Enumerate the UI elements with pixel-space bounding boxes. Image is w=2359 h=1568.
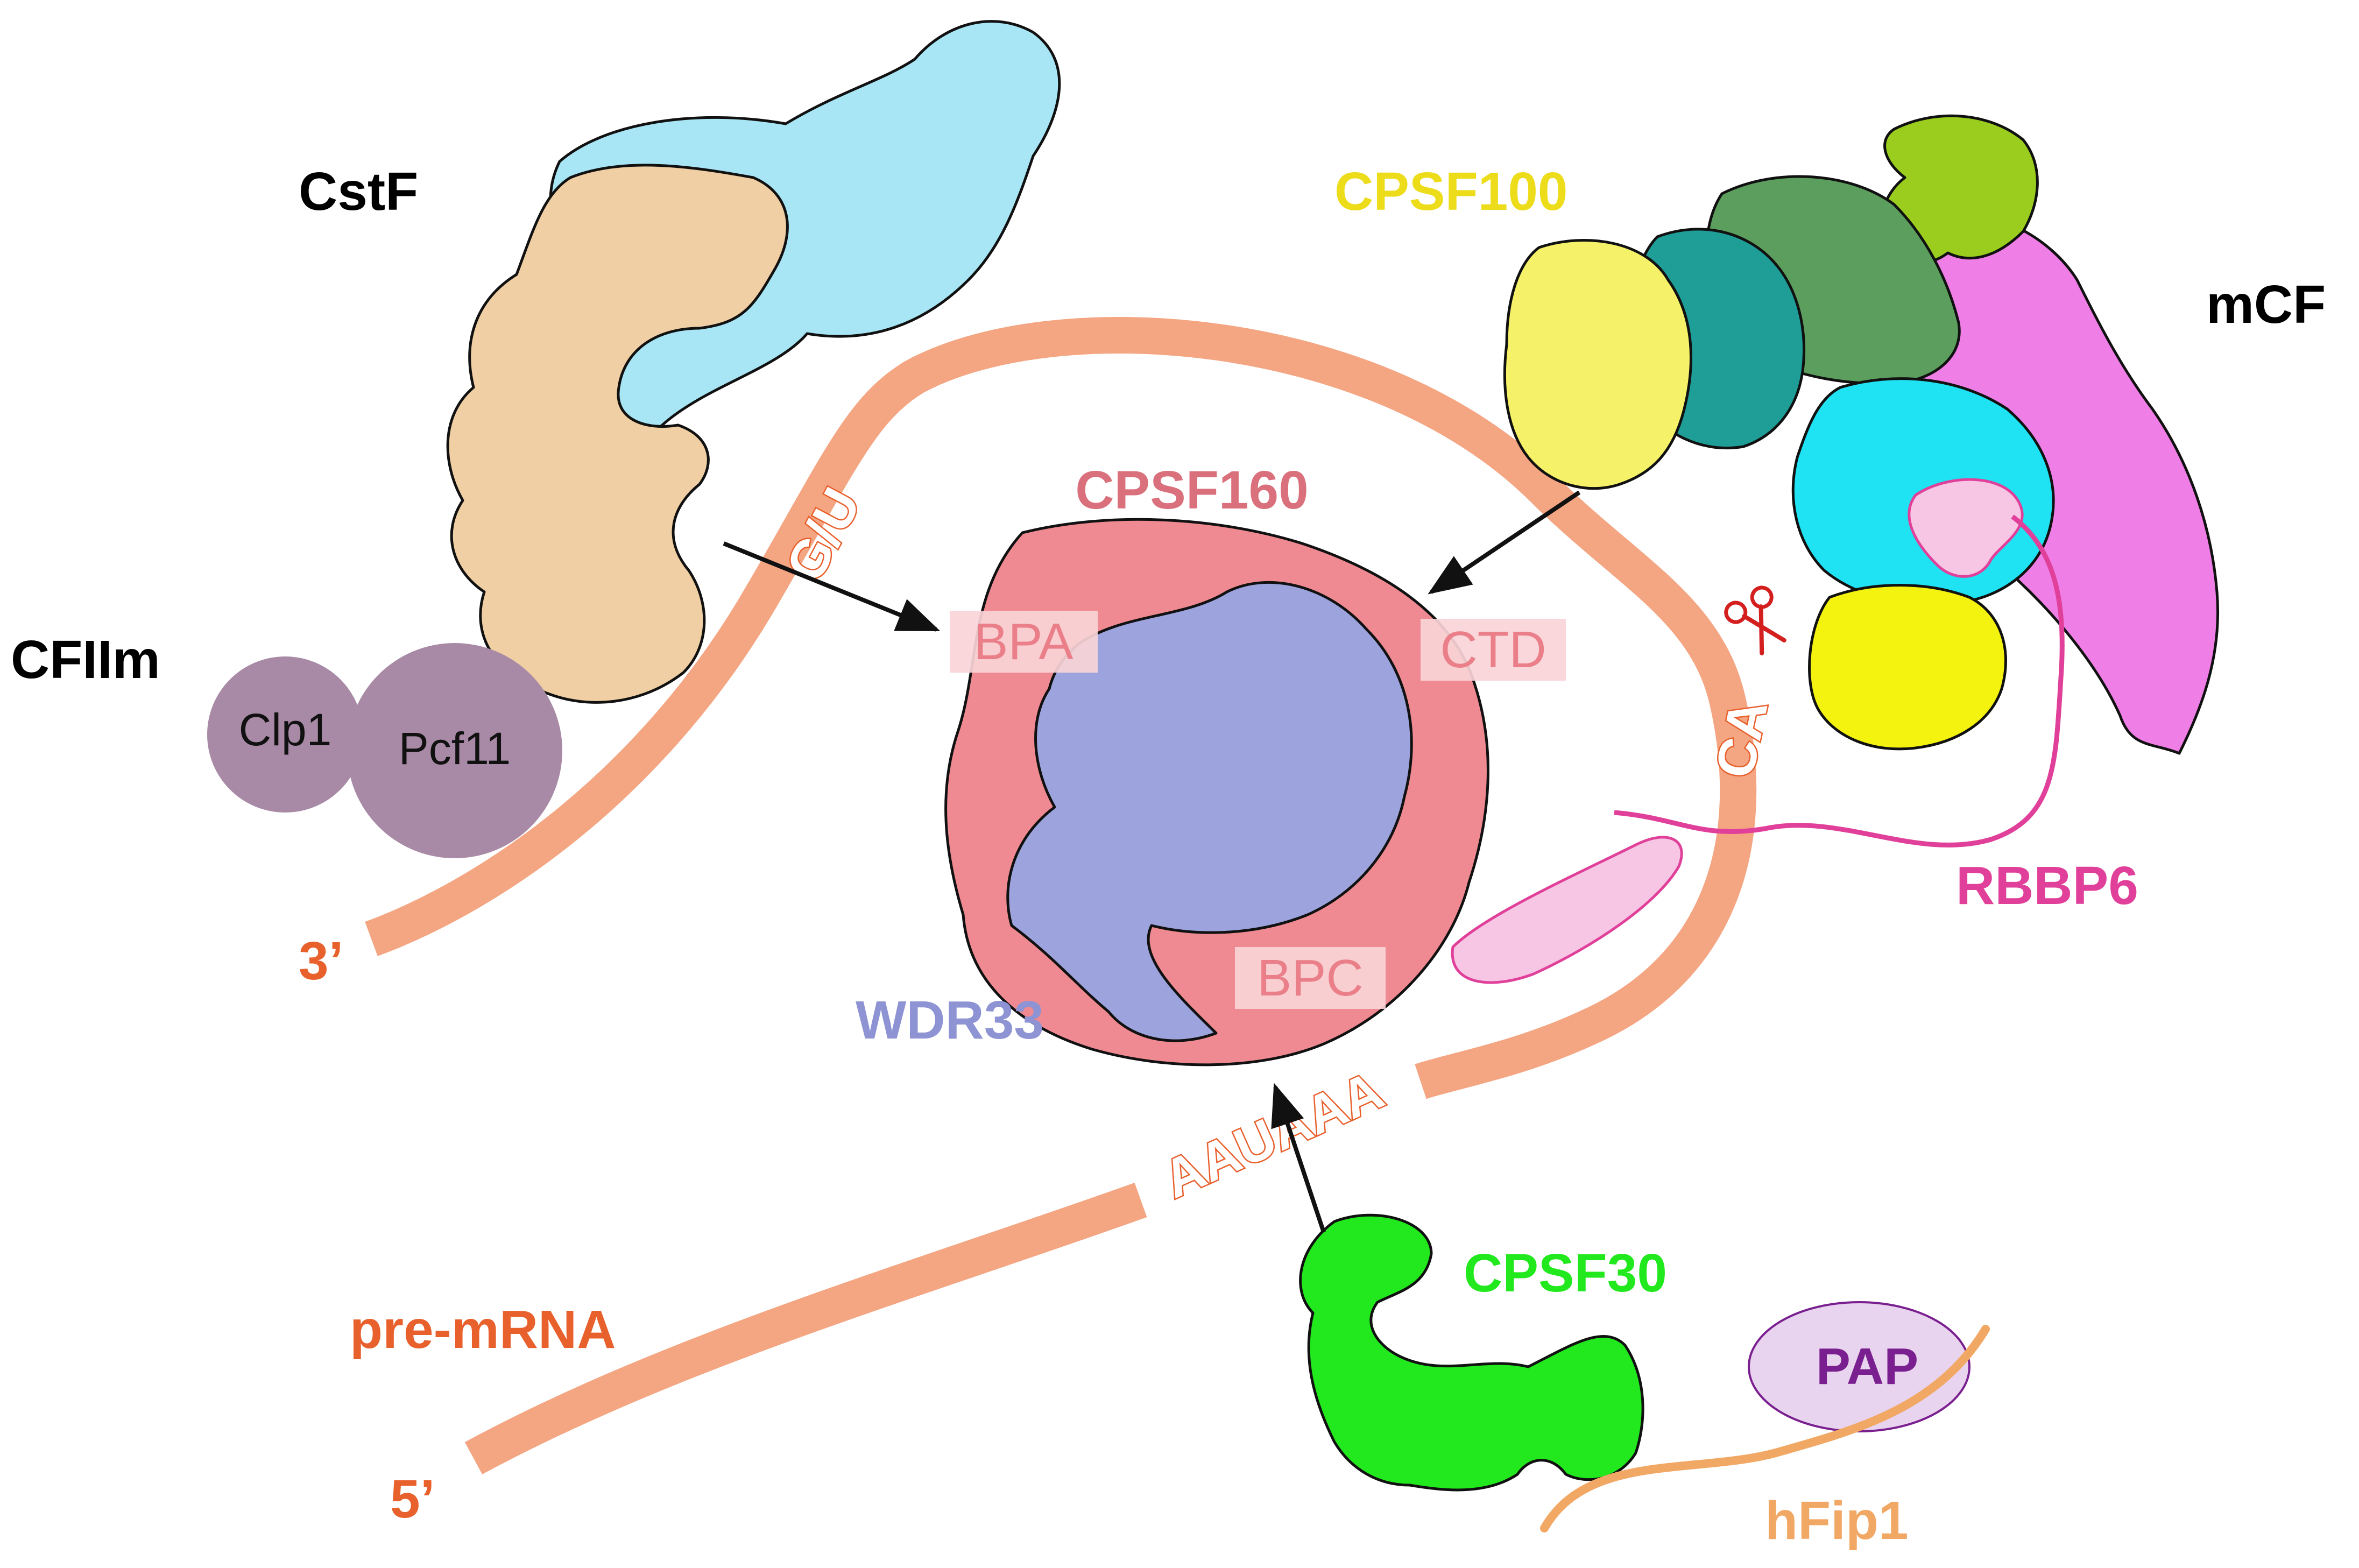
rbbp6-ubl-domain (1451, 836, 1683, 984)
rbbp6-protein (1451, 478, 2065, 984)
hfip1-label: hFip1 (1765, 1491, 1909, 1551)
lime-subunit (1881, 114, 2039, 264)
cpsf160-label: CPSF160 (1075, 460, 1309, 520)
yellow-subunit (1808, 584, 2007, 751)
rbbp6-linker (1614, 514, 2065, 847)
arrow-cpsf100-to-ctd (1428, 490, 1581, 595)
cpsf100-label: CPSF100 (1334, 161, 1568, 222)
cpsf30-label: CPSF30 (1464, 1243, 1667, 1303)
ctd-domain-tag: CTD (1421, 619, 1566, 681)
clp1-label: Clp1 (239, 704, 332, 755)
ctd-tag-box (1421, 619, 1566, 681)
cstf-label: CstF (299, 161, 418, 222)
bpa-tag-box (950, 611, 1098, 673)
pcf11-subunit (347, 643, 562, 858)
bpc-label: BPC (1257, 949, 1363, 1007)
pcf11-label: Pcf11 (399, 723, 511, 774)
clp1-subunit (207, 656, 363, 813)
arrow-cstf-to-bpa (723, 541, 941, 632)
cpsf160-wdr33-core (944, 518, 1489, 1066)
bpc-tag-box (1235, 947, 1386, 1009)
bpa-domain-tag: BPA (950, 611, 1098, 673)
cfiim-complex (207, 643, 562, 858)
five-prime-label: 5’ (390, 1469, 435, 1529)
bpa-label: BPA (974, 613, 1073, 670)
rbbp6-label: RBBP6 (1956, 856, 2138, 916)
rna-3prime-arm (365, 316, 1757, 1099)
mcf-label: mCF (2206, 274, 2326, 335)
bpc-domain-tag: BPC (1235, 947, 1386, 1009)
hfip1-linker (1540, 1325, 1990, 1532)
ca-site-label: CA (1704, 695, 1779, 783)
pap-label: PAP (1816, 1338, 1918, 1395)
cpsf30-subunit (1299, 1213, 1644, 1492)
arrow-cpsf30-to-core (1271, 1083, 1326, 1233)
cstf-tan-subunit (446, 164, 789, 704)
wdr33-label: WDR33 (856, 990, 1044, 1050)
ctd-label: CTD (1440, 621, 1546, 679)
mcf-complex (1503, 114, 2220, 755)
cstf-complex (446, 20, 1061, 704)
cpsf100-subunit (1503, 239, 1692, 490)
three-prime-label: 3’ (299, 931, 343, 991)
pre-mrna-label: pre-mRNA (350, 1299, 616, 1360)
rbbp6-inner-domain (1908, 478, 2024, 578)
scissors-icon (1724, 585, 1786, 655)
rna-5prime-arm (464, 1182, 1147, 1474)
cfiim-label: CFIIm (11, 630, 160, 690)
pre-mrna-strand (365, 316, 1757, 1474)
aauaaa-motif-label: AAUAAA (1154, 1060, 1392, 1210)
wdr33-subunit (1006, 581, 1413, 1042)
